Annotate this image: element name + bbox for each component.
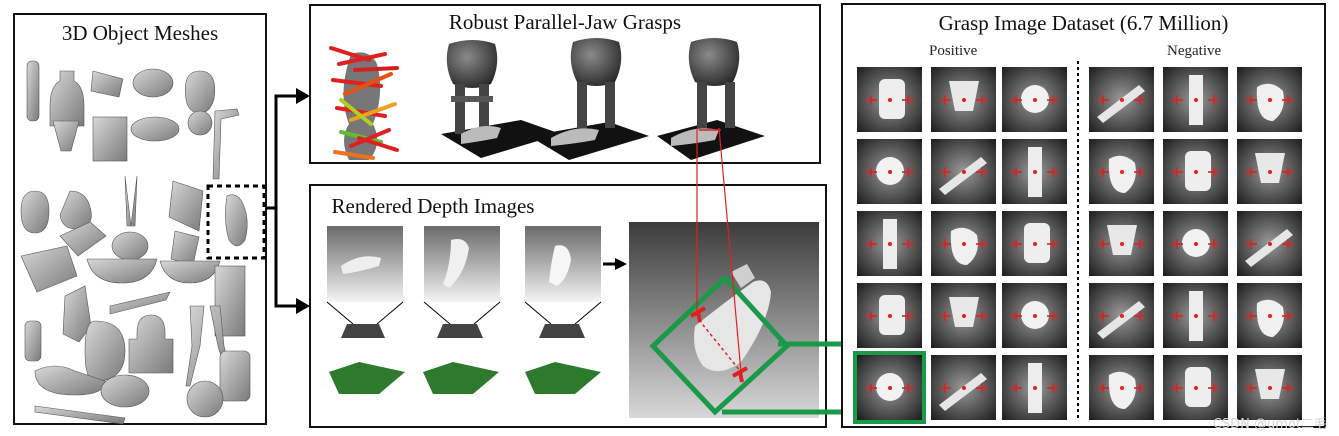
grasps-panel: Robust Parallel-Jaw Grasps: [309, 4, 821, 164]
grasps-title: Robust Parallel-Jaw Grasps: [448, 10, 682, 34]
positive-grasp-image: [1002, 67, 1067, 132]
positive-grasp-image: [931, 283, 996, 348]
depth-view-closeup: [629, 222, 819, 418]
negative-grasp-image: [1163, 211, 1228, 276]
negative-grasp-image: [1163, 139, 1228, 204]
negative-grasp-image: [1163, 355, 1228, 420]
grasp-renderings: [329, 38, 765, 161]
depth-panel: Rendered Depth Images: [309, 184, 827, 428]
positive-grasp-image: [1002, 283, 1067, 348]
negative-grasp-image: [1237, 67, 1302, 132]
negative-grasp-image: [1089, 283, 1154, 348]
positive-grasp-image: [931, 139, 996, 204]
class-divider: [1077, 61, 1079, 421]
positive-grasp-image: [1002, 355, 1067, 420]
depth-renderings: [326, 222, 819, 418]
negative-grasp-image: [1163, 67, 1228, 132]
depth-view-1: [326, 226, 405, 394]
negative-grasp-image: [1237, 211, 1302, 276]
negative-grasp-image: [1089, 139, 1154, 204]
positive-grasp-image: [853, 351, 926, 424]
meshes-title: 3D Object Meshes: [61, 21, 219, 45]
positive-grasp-image: [1002, 211, 1067, 276]
positive-grasp-image: [931, 211, 996, 276]
positive-grasp-image: [931, 67, 996, 132]
positive-grasp-image: [857, 211, 922, 276]
watermark: CSDN @umot二毛: [1212, 417, 1327, 432]
gripper-scene-1: [441, 40, 561, 158]
positive-label: Positive: [929, 43, 978, 59]
negative-label: Negative: [1167, 43, 1222, 59]
positive-grasp-image: [931, 355, 996, 420]
gripper-scene-2: [529, 38, 649, 160]
negative-grasp-image: [1089, 355, 1154, 420]
negative-grasp-image: [1089, 211, 1154, 276]
grasp-candidates-cloud: [329, 46, 399, 161]
negative-grasp-image: [1237, 139, 1302, 204]
depth-view-3: [524, 226, 602, 394]
negative-grasp-image: [1237, 355, 1302, 420]
positive-grasp-image: [857, 67, 922, 132]
positive-grasp-image: [857, 139, 922, 204]
meshes-panel: 3D Object Meshes: [13, 13, 267, 425]
positive-grasp-image: [1002, 139, 1067, 204]
depth-title: Rendered Depth Images: [331, 194, 535, 218]
dataset-panel: Grasp Image Dataset (6.7 Million) Positi…: [841, 3, 1326, 428]
object-meshes-illustration: [20, 60, 266, 425]
positive-grasp-image: [857, 283, 922, 348]
negative-grasp-image: [1089, 67, 1154, 132]
depth-view-2: [423, 226, 501, 394]
negative-grasp-image: [1237, 283, 1302, 348]
negative-grasp-image: [1163, 283, 1228, 348]
gripper-scene-3: [657, 38, 765, 160]
dataset-title: Grasp Image Dataset (6.7 Million): [938, 11, 1229, 35]
